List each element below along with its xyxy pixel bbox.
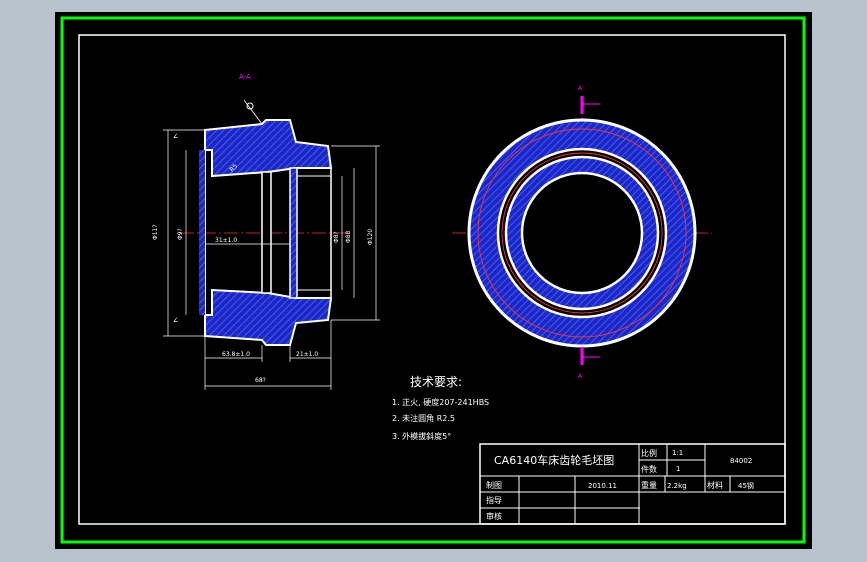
- weight-value: 2.2kg: [667, 482, 687, 490]
- sheet-background: [55, 12, 812, 549]
- title-block: [479, 443, 786, 525]
- title-block-text: CA6140车床齿轮毛坯图 比例 1:1 件数 1 84002 制图 2010.…: [486, 448, 754, 521]
- section-label: A-A: [239, 73, 251, 81]
- dim-overall-text: 68?: [255, 377, 266, 384]
- dim-63-text: 63.8±1.0: [222, 351, 250, 358]
- chamfer-mark-top: ∠: [173, 133, 178, 140]
- chamfer-dim: R5: [228, 163, 239, 174]
- technical-requirements: 技术要求: 1. 正火, 硬度207-241HBS 2. 未注圆角 R2.5 3…: [392, 375, 489, 441]
- qty-label: 件数: [641, 464, 657, 474]
- dim-bore-right-a-text: Φ88: [345, 230, 352, 243]
- bore-circle: [520, 171, 644, 295]
- requirement-2: 2. 未注圆角 R2.5: [392, 413, 455, 423]
- left-face-speckle: [199, 150, 205, 315]
- material-value: 45钢: [738, 481, 754, 490]
- pitch-circle-outer: [477, 128, 687, 338]
- dim-outer-left-text: Φ11?: [152, 224, 159, 240]
- approve-label: 审核: [486, 511, 502, 521]
- chamfer-detail-mark: [246, 102, 254, 110]
- inner-hub: [261, 171, 272, 294]
- dim-bore-right-b-text: Φ8?: [333, 231, 340, 243]
- chamfer-leader: [243, 99, 263, 125]
- requirement-1: 1. 正火, 硬度207-241HBS: [392, 397, 489, 407]
- bore-bottom-edge: [211, 289, 269, 294]
- material-label: 材料: [707, 480, 723, 490]
- cut-label-top: A: [578, 85, 583, 92]
- dim-31-text: 31±1.0: [215, 237, 237, 244]
- requirement-3: 3. 外模拔斜度5°: [392, 431, 451, 441]
- dim-outer-right-text: Φ120: [367, 229, 374, 245]
- cut-label-bottom: A: [578, 373, 583, 380]
- outer-frame: [60, 16, 806, 544]
- date-value: 2010.11: [588, 482, 617, 490]
- dim-inner-left-text: Φ9?: [177, 228, 184, 240]
- hub-spoke: [289, 167, 298, 299]
- drawing-name: CA6140车床齿轮毛坯图: [494, 453, 614, 467]
- drawing-no: 84002: [730, 457, 752, 465]
- scale-value: 1:1: [672, 449, 683, 457]
- requirements-title: 技术要求:: [410, 375, 462, 389]
- weight-label: 重量: [641, 480, 657, 490]
- drawn-label: 制图: [486, 480, 502, 490]
- dim-21-text: 21±1.0: [296, 351, 318, 358]
- front-view: A A: [452, 85, 712, 380]
- bore-top-edge: [211, 171, 269, 177]
- scale-label: 比例: [641, 448, 657, 458]
- qty-value: 1: [676, 465, 680, 473]
- section-view: A-A R5 Φ11? Φ9? ∠ ∠ Φ120: [152, 73, 380, 390]
- review-label: 指导: [486, 495, 502, 505]
- inner-frame: [78, 34, 786, 525]
- chamfer-mark-bottom: ∠: [173, 317, 178, 324]
- pitch-circle-inner: [501, 152, 663, 314]
